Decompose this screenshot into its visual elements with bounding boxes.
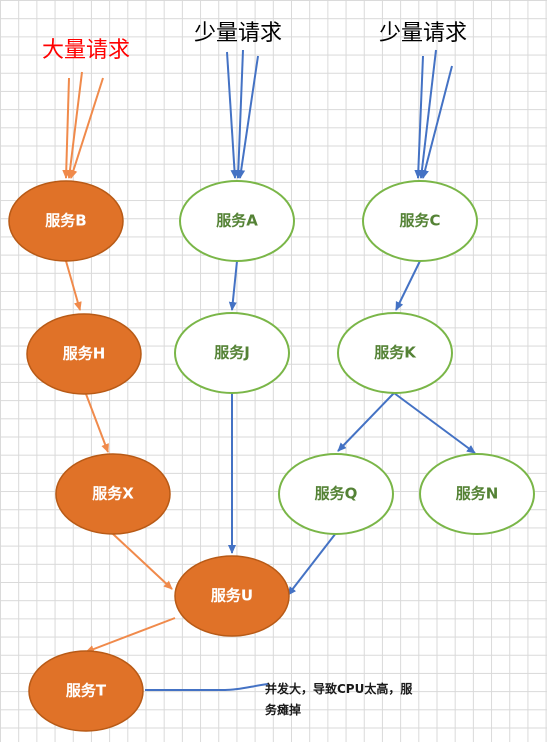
heavy-request-arrow — [66, 71, 83, 179]
heavy-request-arrow — [69, 77, 104, 179]
node-u — [174, 555, 290, 637]
node-q-label: 服务Q — [314, 484, 358, 503]
node-a — [179, 180, 295, 262]
node-b — [8, 180, 124, 262]
edge-c-k — [395, 260, 421, 311]
node-k-label: 服务K — [374, 343, 416, 362]
node-j-label: 服务J — [214, 343, 250, 362]
heavy-request-arrows — [62, 71, 104, 179]
node-h — [26, 313, 142, 395]
node-t — [28, 650, 144, 732]
healthy-services — [174, 180, 535, 535]
heavy-request-label: 大量请求 — [41, 38, 131, 63]
node-x-label: 服务X — [92, 484, 134, 503]
edge-u-t — [85, 617, 176, 653]
light-request-arrow — [237, 55, 259, 179]
edge-a-j — [228, 260, 238, 311]
node-k — [337, 312, 453, 394]
light-request-label-c: 少量请求 — [378, 21, 468, 46]
light-request-arrow — [226, 51, 239, 179]
note-connector — [145, 683, 269, 691]
node-q — [278, 453, 394, 535]
edge-q-u — [287, 532, 337, 596]
edge-b-h — [65, 260, 82, 311]
node-u-label: 服务U — [210, 586, 254, 605]
node-c-label: 服务C — [399, 211, 441, 230]
light-request-arrow — [417, 49, 437, 179]
overload-note: 并发大，导致CPU太高，服务瘫掉 — [265, 682, 413, 717]
light-request-arrow — [414, 55, 424, 179]
node-b-label: 服务B — [45, 211, 87, 230]
node-c — [362, 180, 478, 262]
node-h-label: 服务H — [62, 344, 106, 363]
light-request-arrows-a — [226, 49, 259, 179]
edge-k-n — [393, 392, 476, 454]
node-a-label: 服务A — [216, 211, 258, 230]
node-n — [419, 453, 535, 535]
light-request-arrow — [234, 49, 244, 179]
edge-x-u — [112, 533, 173, 590]
overloaded-services — [8, 180, 290, 732]
call-edges — [65, 260, 476, 691]
heavy-request-arrow — [62, 77, 71, 179]
light-request-arrows-c — [414, 49, 453, 179]
light-request-label-a: 少量请求 — [193, 21, 283, 46]
edge-k-q — [337, 392, 395, 452]
node-j — [174, 312, 290, 394]
light-request-arrow — [421, 65, 453, 179]
edge-h-x — [85, 393, 109, 453]
node-t-label: 服务T — [65, 681, 107, 700]
node-x — [55, 453, 171, 535]
node-n-label: 服务N — [455, 484, 499, 503]
